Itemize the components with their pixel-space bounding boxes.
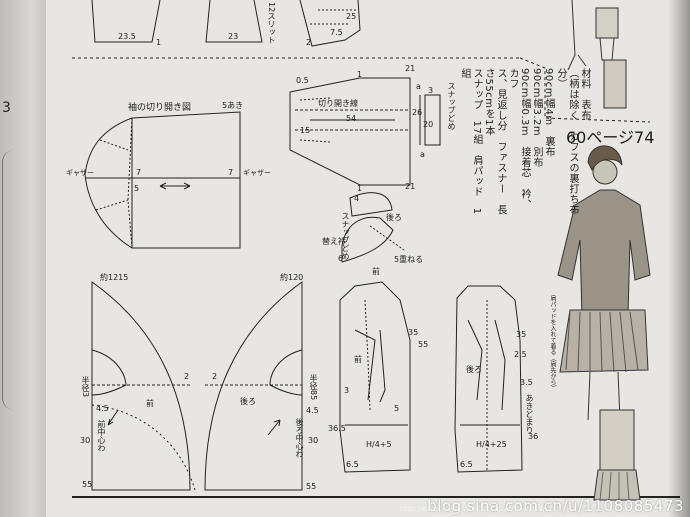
skirt-back-top: 約120 — [280, 273, 304, 282]
materials-line: 90cm幅3.2m 別布 — [531, 68, 542, 168]
skirt-front-dim-30: 30 — [80, 436, 91, 445]
cuff-dim-54: 54 — [346, 114, 357, 123]
skirt-back-radius: 半径85 — [309, 374, 318, 401]
cuff-mark-a1: a — [416, 82, 421, 91]
cuff-dim-1a: 1 — [357, 70, 363, 79]
bodice-back-zip: あきどまり — [525, 394, 534, 434]
bodice-back-dim-35: 35 — [516, 330, 527, 339]
skirt-front-note: 前中心わ — [97, 420, 106, 452]
bodice-back-dim-35b: 3.5 — [520, 378, 533, 387]
bodice-front-dim-365: 36.5 — [328, 424, 346, 433]
top-dim-75: 7.5 — [330, 28, 343, 37]
collar-pattern — [341, 192, 405, 263]
bodice-back-center: 後ろ — [466, 365, 482, 374]
materials-line: （柄は除く カフスの裏打ち布分） — [555, 68, 578, 215]
bodice-back-dim-36: 36 — [528, 432, 539, 441]
cuff-dim-15: 15 — [300, 126, 311, 135]
bodice-front-dim-55: 55 — [418, 340, 429, 349]
collar-front-label: 前 — [372, 267, 380, 276]
materials-line: 90cm幅0.3m 接着芯 衿、カフ — [507, 68, 530, 210]
collar-facing-label: 替え衿 — [322, 237, 346, 246]
collar-back-label: 後ろ — [386, 213, 402, 222]
skirt-front-dim-55: 55 — [82, 480, 93, 489]
sleeve-title: 袖の切り開き図 — [128, 103, 192, 113]
cuff-dim-05: 0.5 — [296, 76, 309, 85]
page-reference: 60ページ74 — [566, 128, 655, 147]
left-page-number: 3 — [2, 100, 11, 116]
materials-line: 材料 表布 — [579, 68, 590, 121]
materials-line: スナップ 17組 肩パッド 1組 — [459, 68, 482, 215]
sleeve-mark-7b: 7 — [228, 168, 234, 177]
materials-line: 90cm幅4m 裏布 — [543, 68, 554, 158]
bodice-front-center: 前 — [354, 355, 362, 364]
skirt-back-pattern — [204, 281, 303, 491]
illustration-note: 肩パッドを入れて着る（肩先から） — [549, 295, 556, 391]
cuff-dim-3: 3 — [428, 86, 434, 95]
skirt-front-radius: 半径3 — [81, 376, 90, 398]
cuff-dim-1b: 1 — [357, 184, 363, 193]
sleeve-mark-5: 5 — [134, 184, 140, 193]
bodice-front-dim-3: 3 — [344, 386, 350, 395]
skirt-front-top: 約1215 — [100, 273, 129, 282]
left-facing-page: 3 — [0, 0, 46, 517]
skirt-front-center: 前 — [146, 399, 154, 408]
page-edge-shadow — [668, 0, 690, 517]
bodice-back-formula: H/4+25 — [476, 440, 507, 449]
cuff-dim-21b: 21 — [405, 182, 416, 191]
cuff-snap-label: スナップどめ — [447, 82, 456, 130]
cuff-mark-a2: a — [420, 150, 425, 159]
materials-text: 材料 表布 （柄は除く カフスの裏打ち布分） 90cm幅4m 裏布 90cm幅3… — [458, 68, 590, 218]
top-dim-23: 23 — [228, 32, 239, 41]
bodice-front-formula: H/4+5 — [366, 440, 392, 449]
bodice-back-dim-65: 6.5 — [460, 460, 473, 469]
collar-overlap-label: 5重ねる — [394, 255, 424, 264]
top-dim-1: 1 — [156, 38, 162, 47]
bodice-front-dim-65: 6.5 — [346, 460, 359, 469]
top-dim-235: 23.5 — [118, 32, 136, 41]
bodice-back-pattern — [454, 285, 523, 473]
skirt-back-dim-2: 2 — [212, 372, 218, 381]
bodice-front-dim-35: 35 — [408, 328, 419, 337]
materials-line: ス、見返し分 ファスナー 長さ55cmを1本 — [483, 68, 506, 215]
collar-snap-label: スナップどめ — [341, 212, 350, 260]
cuff-pattern — [289, 77, 441, 186]
cuff-dim-20: 20 — [423, 120, 434, 129]
bodice-front-dim-5: 5 — [394, 404, 400, 413]
skirt-back-dim-55: 55 — [306, 482, 317, 491]
skirt-back-note: 後ろ中心わ — [295, 418, 304, 458]
sleeve-grain-right: ギャザー — [243, 169, 271, 177]
top-dim-25: 25 — [346, 12, 357, 21]
collar-dim-4: 4 — [354, 194, 360, 203]
collar-dim-6: 6 — [338, 254, 344, 263]
watermark-main: blog.sina.com.cn/u/1108085473 — [427, 497, 684, 515]
skirt-back-dim-30: 30 — [308, 436, 319, 445]
fashion-illustration — [557, 0, 651, 501]
bodice-back-dim-25: 2.5 — [514, 350, 527, 359]
skirt-back-center: 後ろ — [240, 397, 256, 406]
cuff-dim-26: 26 — [412, 108, 423, 117]
skirt-back-dim-45: 4.5 — [306, 406, 319, 415]
skirt-front-pattern — [91, 281, 196, 491]
top-pattern-fragment — [91, 0, 361, 47]
sleeve-mark-7a: 7 — [136, 168, 142, 177]
sleeve-pattern — [84, 111, 241, 249]
top-dim-2: 2 — [306, 38, 312, 47]
sleeve-grain-left: ギャザー — [66, 169, 94, 177]
sleeve-slit-note: 5あき — [222, 101, 244, 110]
left-page-figure-fragment — [2, 150, 27, 410]
cuff-title: 切り開き線 — [318, 99, 358, 108]
skirt-front-dim-2: 2 — [184, 372, 190, 381]
bodice-front-pattern — [339, 281, 411, 473]
cuff-dim-21a: 21 — [405, 64, 416, 73]
skirt-front-dim-45: 4.5 — [96, 404, 109, 413]
watermark-secondary: http://www.liveinternet.ru/users/galina_… — [400, 505, 546, 513]
top-slit-note: 12スリット — [267, 2, 276, 45]
